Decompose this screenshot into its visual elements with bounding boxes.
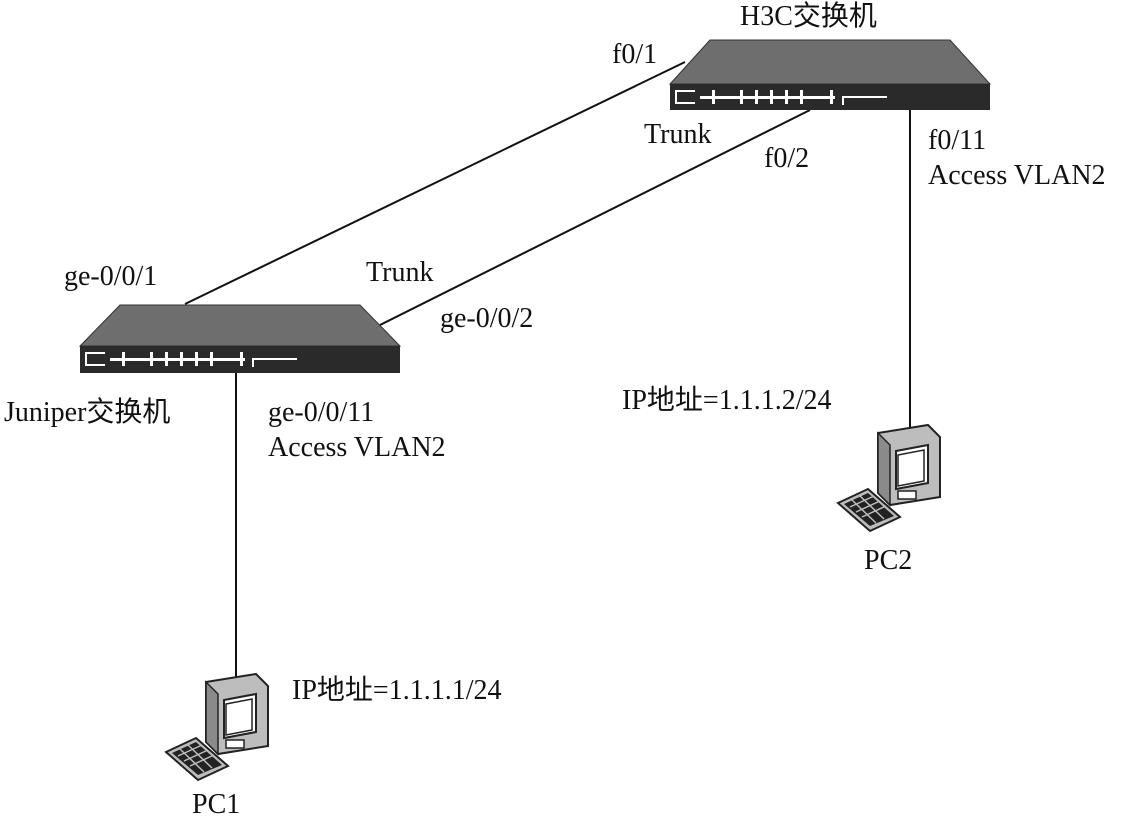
h3c-port-f0-1-label: f0/1	[612, 39, 658, 70]
pc1-ip-label: IP地址=1.1.1.1/24	[292, 675, 502, 706]
juniper-port-ge-0-0-11-label: ge-0/0/11	[268, 397, 375, 428]
h3c-access-vlan-label: Access VLAN2	[928, 160, 1106, 191]
h3c-switch-label: H3C交换机	[740, 1, 877, 32]
juniper-port-ge-0-0-2-label: ge-0/0/2	[440, 303, 534, 334]
pc1-computer-icon	[164, 672, 269, 782]
juniper-trunk-label: Trunk	[366, 257, 434, 288]
juniper-switch-icon	[78, 304, 402, 373]
h3c-switch-icon	[668, 39, 992, 110]
pc1-label: PC1	[192, 789, 241, 820]
juniper-port-ge-0-0-1-label: ge-0/0/1	[64, 261, 158, 292]
h3c-port-f0-2-label: f0/2	[764, 143, 810, 174]
h3c-port-f0-11-label: f0/11	[928, 125, 987, 156]
pc2-label: PC2	[864, 545, 913, 576]
pc2-computer-icon	[836, 423, 941, 533]
link-trunk-1	[184, 61, 686, 305]
link-trunk-2	[379, 109, 811, 326]
juniper-access-vlan-label: Access VLAN2	[268, 432, 446, 463]
pc2-ip-label: IP地址=1.1.1.2/24	[622, 385, 832, 416]
h3c-trunk-label: Trunk	[644, 119, 712, 150]
juniper-switch-label: Juniper交换机	[4, 397, 171, 428]
